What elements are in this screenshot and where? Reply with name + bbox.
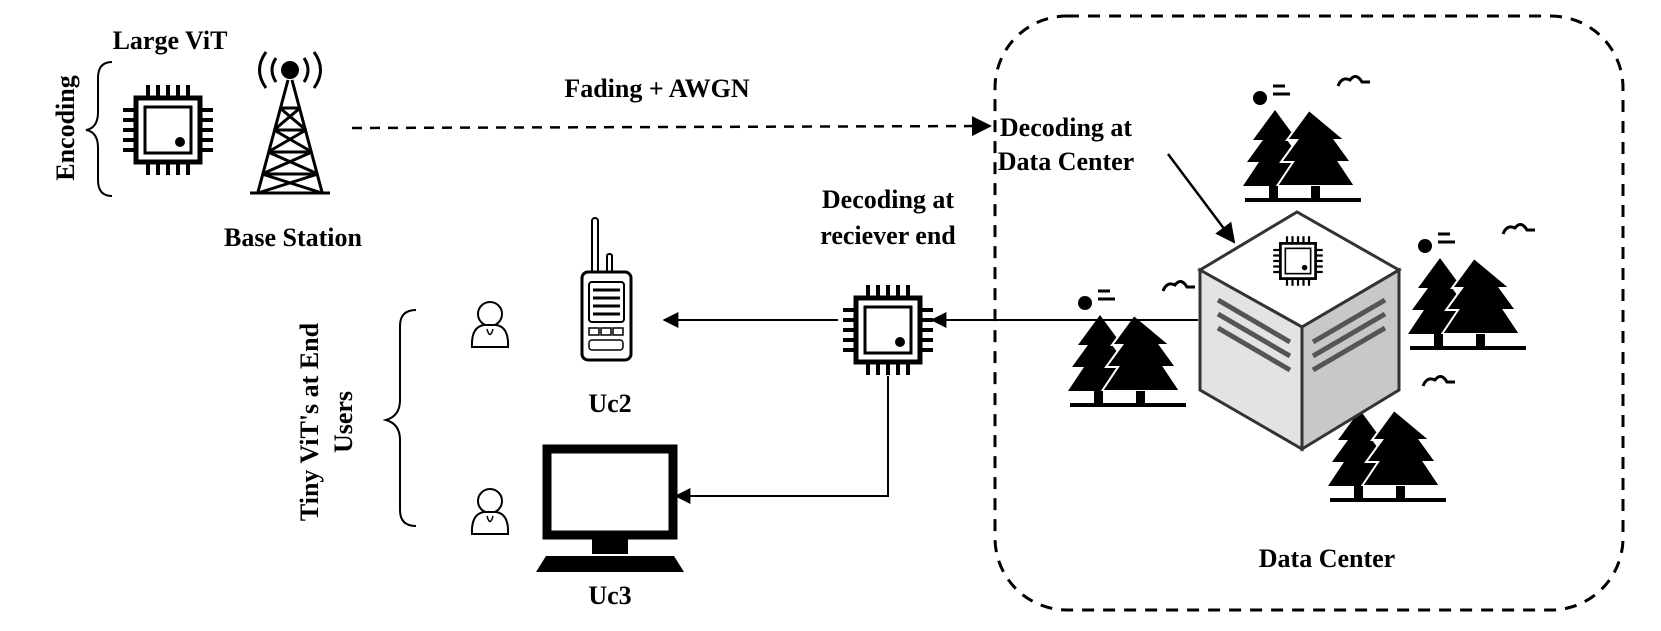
data-center-server-icon: [1197, 210, 1402, 452]
tiny-vit-label-line2: Users: [329, 391, 358, 453]
encoding-label: Encoding: [51, 75, 80, 181]
large-vit-label: Large ViT: [113, 26, 228, 55]
receiver-chip-icon: [843, 285, 933, 375]
forest-icon: [1406, 222, 1537, 350]
decoding-rx-label-line2: reciever end: [820, 221, 956, 250]
data-center-label: Data Center: [1259, 544, 1395, 573]
decoding-dc-label-line1: Decoding at: [1000, 113, 1133, 142]
base-station-label: Base Station: [224, 223, 363, 252]
uc2-label: Uc2: [588, 389, 631, 418]
user-icon: [470, 301, 510, 348]
desktop-monitor-icon: [536, 444, 684, 572]
decoding-dc-arrow: [1167, 153, 1236, 244]
channel-label: Fading + AWGN: [564, 74, 750, 103]
channel-arrow: [351, 116, 992, 137]
forest-icon: [1241, 74, 1372, 202]
forest-icon: [1066, 279, 1197, 407]
end-users-brace: [382, 309, 417, 527]
user-icon: [470, 488, 510, 535]
base-station-tower-icon: [250, 51, 330, 195]
large-vit-chip-icon: [123, 85, 213, 175]
decoding-dc-label-line2: Data Center: [998, 147, 1134, 176]
receiver-to-uc3-arrow: [674, 376, 889, 504]
data-center-boundary: [993, 14, 1625, 612]
encoding-brace: [85, 61, 113, 197]
tiny-vit-label-line1: Tiny ViT's at End: [295, 322, 324, 521]
walkie-talkie-icon: [580, 217, 633, 362]
decoding-rx-label-line1: Decoding at: [822, 185, 955, 214]
uc3-label: Uc3: [588, 581, 631, 610]
